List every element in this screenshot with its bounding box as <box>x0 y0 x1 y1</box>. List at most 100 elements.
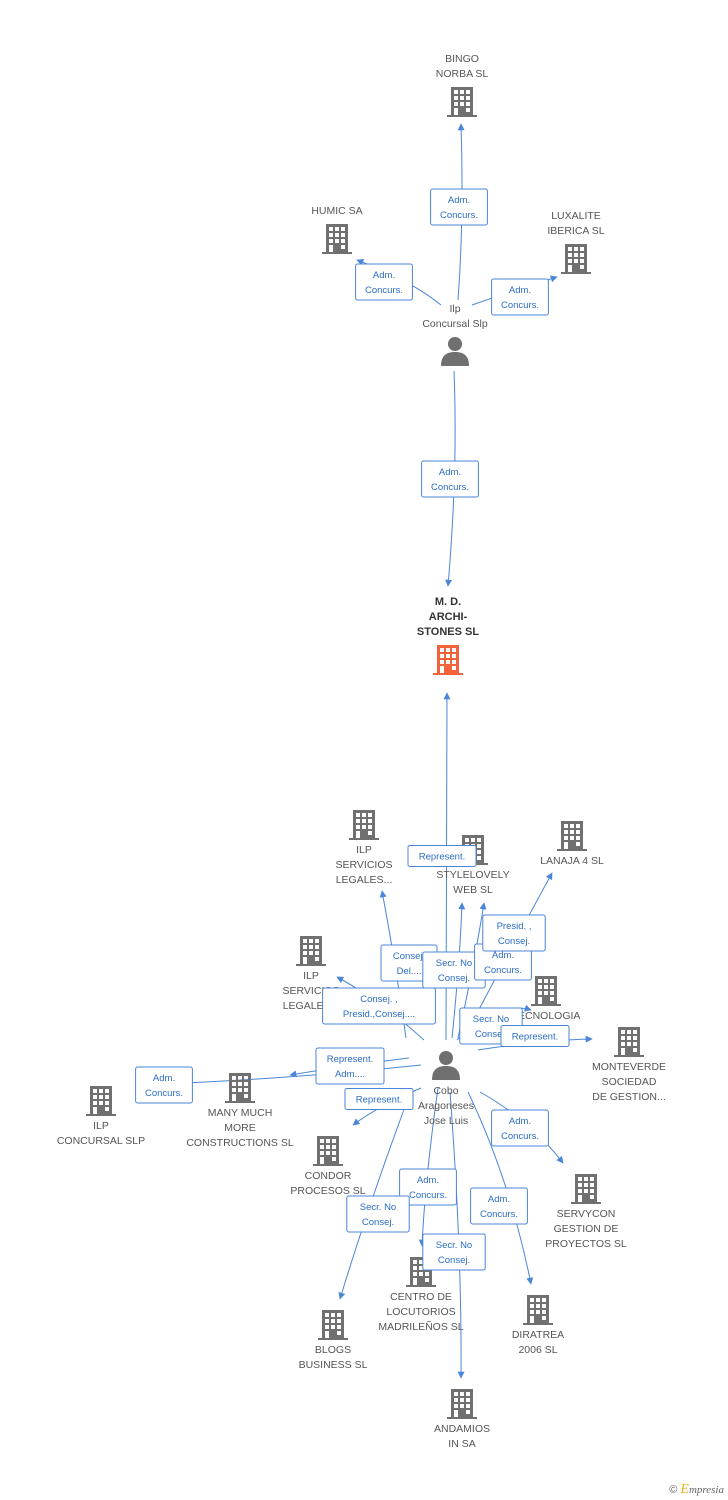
node-label-line: CENTRO DE <box>390 1291 452 1303</box>
node-label-line: Jose Luis <box>424 1115 468 1127</box>
node-blogs[interactable]: BLOGS BUSINESS SL <box>299 1310 368 1371</box>
edge-label[interactable]: Represent. <box>407 845 477 867</box>
node-label-line: PROYECTOS SL <box>545 1238 627 1250</box>
node-label-line: HUMIC SA <box>311 205 362 217</box>
edge-label[interactable]: Adm.Concurs. <box>491 278 549 316</box>
edge-label-text: Adm. <box>153 1073 175 1084</box>
edge-label[interactable]: Adm.Concurs. <box>135 1066 193 1104</box>
node-andamios[interactable]: ANDAMIOS IN SA <box>434 1389 490 1450</box>
edge-label[interactable]: Presid. ,Consej. <box>482 914 546 952</box>
node-label-line: SERVYCON <box>557 1208 616 1220</box>
edge-label[interactable]: Adm.Concurs. <box>491 1109 549 1147</box>
edge-label-text: Secr. No <box>473 1014 509 1025</box>
node-label-line: STYLELOVELY <box>436 869 509 881</box>
node-label-line: IN SA <box>448 1438 475 1450</box>
edge-label-box <box>407 845 477 867</box>
node-label-line: Ilp <box>449 303 460 315</box>
edge-label-box <box>430 188 488 226</box>
edge-label[interactable]: Represent. <box>500 1025 570 1047</box>
brand-logo[interactable]: Empresia <box>680 1482 724 1497</box>
building-icon <box>561 244 591 274</box>
node-label-line: CONCURSAL SLP <box>57 1135 145 1147</box>
edge-label-box <box>500 1025 570 1047</box>
edge-label-text: Adm. <box>509 285 531 296</box>
edge-label-text: Represent. <box>512 1032 558 1043</box>
edge-label[interactable]: Represent.Adm.... <box>315 1047 385 1085</box>
node-label-line: MANY MUCH <box>208 1107 273 1119</box>
node-label-line: TECNOLOGIA <box>512 1010 581 1022</box>
node-label-line: DIRATREA <box>512 1329 564 1341</box>
building-icon <box>322 224 352 254</box>
node-label-line: BUSINESS SL <box>299 1359 368 1371</box>
node-label-line: MADRILEÑOS SL <box>378 1320 463 1333</box>
edge-label-text: Presid. , <box>497 921 532 932</box>
node-label-line: STONES SL <box>417 626 479 638</box>
node-label-line: CONSTRUCTIONS SL <box>186 1137 294 1149</box>
edge-label[interactable]: Adm. Concurs. <box>355 263 413 301</box>
node-label-line: LUXALITE <box>551 210 601 222</box>
node-label-line: BLOGS <box>315 1344 351 1356</box>
node-label-line: ARCHI- <box>429 611 468 623</box>
node-label-line: M. D. <box>435 596 461 608</box>
node-tecnologia[interactable]: TECNOLOGIA <box>512 976 581 1022</box>
edge-label-box <box>346 1195 410 1233</box>
node-mdarchi[interactable]: M. D. ARCHI- STONES SL <box>417 596 479 675</box>
node-label-line: PROCESOS SL <box>290 1185 365 1197</box>
node-ilp_serv1[interactable]: ILPSERVICIOSLEGALES... <box>336 810 393 886</box>
edge-label[interactable]: Represent. <box>344 1088 414 1110</box>
edge-label-text: Concurs. <box>484 965 522 976</box>
edge-label-text: Adm. <box>448 195 470 206</box>
edge-label-text: Adm. <box>509 1116 531 1127</box>
edge-label[interactable]: Adm.Concurs. <box>421 460 479 498</box>
node-lanaja[interactable]: LANAJA 4 SL <box>540 821 604 867</box>
edge-label-box <box>491 278 549 316</box>
edge-label[interactable]: Secr. No Consej. <box>422 951 486 989</box>
building-icon <box>531 976 561 1006</box>
node-humic[interactable]: HUMIC SA <box>311 205 363 254</box>
edge-label-box <box>422 1233 486 1271</box>
edge-label-text: Concurs. <box>365 285 403 296</box>
edge-label[interactable]: Adm. Concurs. <box>430 188 488 226</box>
node-label-line: MORE <box>224 1122 256 1134</box>
edge-label-text: Consej. <box>438 973 470 984</box>
edge-label-text: Secr. No <box>360 1202 396 1213</box>
node-label-line: Concursal Slp <box>422 318 488 330</box>
edge-label[interactable]: Adm.Concurs. <box>470 1187 528 1225</box>
edge-label-text: Secr. No <box>436 958 472 969</box>
edge-label[interactable]: Secr. No Consej. <box>346 1195 410 1233</box>
edge-label-text: Concurs. <box>440 210 478 221</box>
edge-label-text: Del.... <box>397 966 422 977</box>
node-manymuch[interactable]: MANY MUCH MORE CONSTRUCTIONS SL <box>186 1073 294 1149</box>
edge-cobo-to-diratrea <box>467 1091 534 1285</box>
edge-label-box <box>315 1047 385 1085</box>
edge-label-text: Consej. , <box>360 994 398 1005</box>
edge-label[interactable]: Consej. ,Presid.,Consej.... <box>322 987 436 1025</box>
edge-label-text: Concurs. <box>409 1190 447 1201</box>
edge-label-text: Consej. <box>393 951 425 962</box>
edge-label-text: Represent. <box>356 1095 402 1106</box>
node-label-line: ANDAMIOS <box>434 1423 490 1435</box>
edge-label[interactable]: Adm.Concurs. <box>399 1168 457 1206</box>
edge-label-box <box>355 263 413 301</box>
brand-initial: E <box>680 1482 689 1497</box>
edge-label-text: Adm. <box>373 270 395 281</box>
node-label-line: LEGALES... <box>336 874 393 886</box>
edge-label-text: Consej. <box>362 1217 394 1228</box>
edge-label-text: Adm. <box>439 467 461 478</box>
node-label-line: LANAJA 4 SL <box>540 855 604 867</box>
edge-label-text: Concurs. <box>480 1209 518 1220</box>
node-label-line: Cobo <box>433 1085 458 1097</box>
